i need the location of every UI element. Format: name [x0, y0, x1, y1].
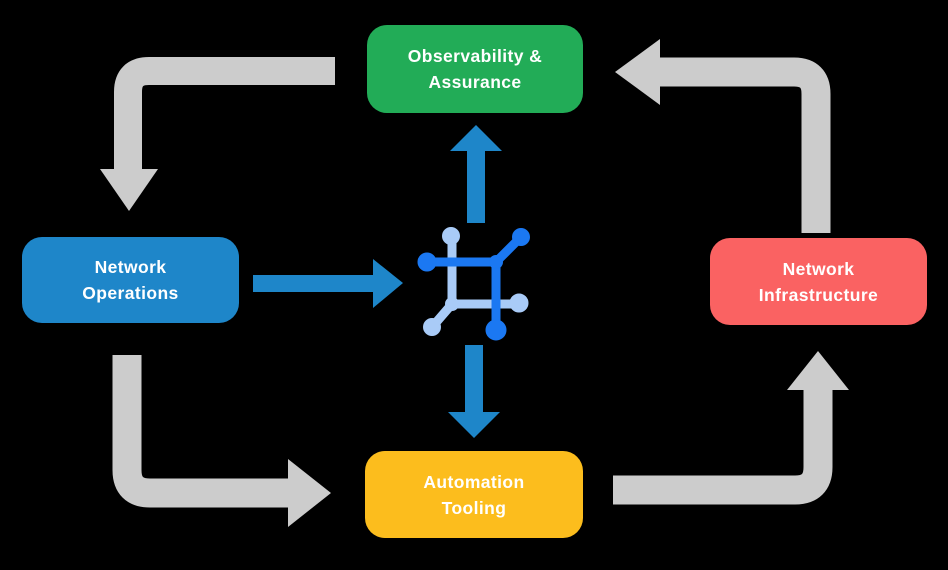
- node-infrastructure-label-line1: Network: [782, 258, 855, 279]
- network-mesh-icon-light-nodes: [423, 227, 529, 336]
- node-operations-label-line1: Network: [94, 257, 167, 277]
- node-observability-label-line1: Observability &: [407, 46, 543, 66]
- node-network-infrastructure: Network Infrastructure: [710, 238, 927, 325]
- node-operations-label-line2: Operations: [82, 283, 179, 303]
- arrow-center-to-observability: [450, 125, 502, 223]
- arrow-operations-to-automation: [112, 355, 331, 527]
- node-network-operations: Network Operations: [22, 237, 239, 323]
- arrow-infrastructure-to-observability: [615, 39, 831, 233]
- node-infrastructure-label-line2: Infrastructure: [758, 284, 879, 305]
- arrow-automation-to-infrastructure: [613, 351, 849, 505]
- node-automation-label-line2: Tooling: [441, 497, 507, 518]
- arrow-observability-to-operations: [100, 57, 335, 211]
- network-mesh-icon: [417, 227, 530, 341]
- arrow-center-to-automation: [448, 345, 500, 438]
- arrow-operations-to-center: [253, 259, 403, 308]
- node-automation-label-line1: Automation: [423, 471, 525, 492]
- node-observability-label-line2: Assurance: [428, 72, 522, 92]
- node-observability-assurance: Observability & Assurance: [367, 25, 583, 113]
- network-mesh-icon-dark-nodes: [417, 228, 530, 341]
- node-automation-tooling: Automation Tooling: [365, 451, 583, 538]
